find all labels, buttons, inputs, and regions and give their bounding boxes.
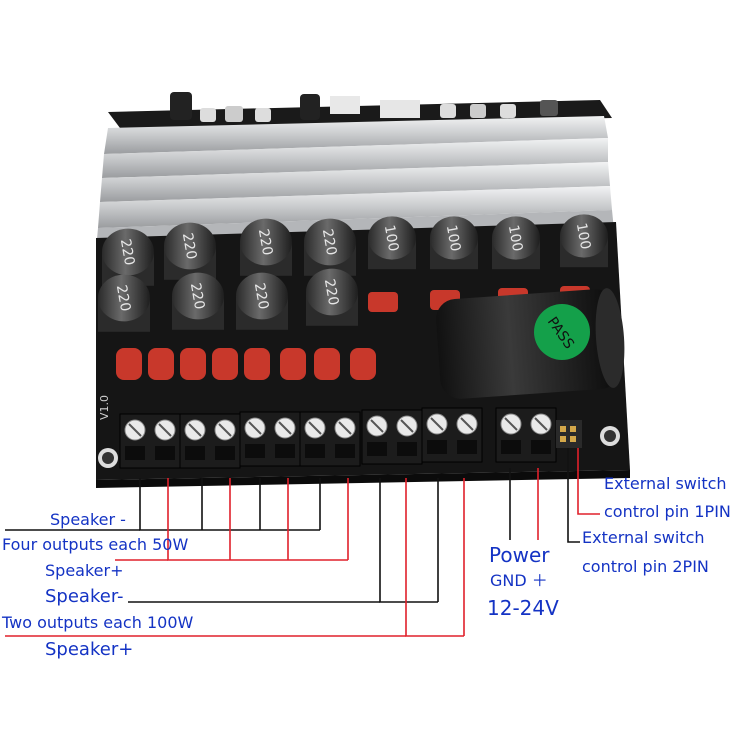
- label-speaker-minus-top: Speaker -: [50, 510, 126, 529]
- svg-text:V1.0: V1.0: [98, 395, 111, 420]
- terminal-ch1: [119, 413, 181, 469]
- label-speaker-minus-2: Speaker-: [45, 586, 124, 607]
- inductor-220-bottom-0: 220: [98, 274, 150, 332]
- rear-connector-2: [380, 100, 420, 118]
- rear-connector: [330, 96, 360, 114]
- label-speaker-plus-1: Speaker+: [45, 561, 124, 580]
- inductor-220-bottom-2: 220: [236, 272, 288, 330]
- film-capacitor-5: [280, 348, 306, 380]
- terminal-ch2: [179, 413, 241, 469]
- label-ext-switch-1a: External switch: [604, 474, 727, 493]
- inductor-row: 220 220 220 220 100 100 100 100 220 220 220 220: [98, 214, 608, 332]
- capacitor-value: 220: [179, 232, 199, 261]
- label-voltage: 12-24V: [487, 596, 559, 620]
- capacitor-value: 220: [113, 284, 133, 313]
- inductor-220-top-1: 220: [164, 222, 216, 280]
- main-filter-capacitor: PASS: [436, 288, 625, 399]
- wire-speaker-minus-100w: [379, 478, 439, 603]
- label-ext-switch-2a: External switch: [582, 528, 705, 547]
- capacitor-value: 220: [255, 228, 275, 257]
- capacitor-value: 220: [319, 228, 339, 257]
- film-capacitor-0: [116, 348, 142, 380]
- pass-sticker: [534, 304, 590, 360]
- capacitor-value: 100: [505, 224, 525, 253]
- terminal-ch6: [421, 407, 483, 463]
- terminal-ch4: [299, 411, 361, 467]
- wire-callouts: [5, 448, 600, 637]
- switch-pin-header: [556, 420, 582, 448]
- wire-switch-pin1: [577, 448, 600, 515]
- terminal-ch5: [361, 409, 423, 465]
- film-capacitor-2: [180, 348, 206, 380]
- label-two-outputs: Two outputs each 100W: [2, 613, 194, 632]
- inductor-220-top-3: 220: [304, 218, 356, 276]
- wire-speaker-plus-50w: [167, 478, 349, 561]
- terminal-power: [495, 407, 557, 463]
- capacitor-value: 220: [321, 278, 341, 307]
- film-capacitor-3: [212, 348, 238, 380]
- capacitor-value: 100: [573, 222, 593, 251]
- inductor-220-top-2: 220: [240, 218, 292, 276]
- screw-terminal-row: [119, 407, 557, 469]
- capacitor-value: 100: [443, 224, 463, 253]
- capacitor-value: 100: [381, 224, 401, 253]
- inductor-100-2: 100: [492, 216, 540, 270]
- wire-switch-pin2: [567, 448, 580, 543]
- rear-capacitors: [170, 92, 558, 122]
- terminal-ch3: [239, 411, 301, 467]
- inductor-100-3: 100: [560, 214, 608, 268]
- film-capacitor-upper-0: [368, 292, 398, 312]
- label-ext-switch-2b: control pin 2PIN: [582, 557, 709, 576]
- inductor-220-bottom-3: 220: [306, 268, 358, 326]
- film-capacitor-1: [148, 348, 174, 380]
- capacitor-value: 220: [117, 238, 137, 267]
- capacitor-value: 220: [187, 282, 207, 311]
- capacitor-value: 220: [251, 282, 271, 311]
- film-capacitor-7: [350, 348, 376, 380]
- label-ext-switch-1b: control pin 1PIN: [604, 502, 731, 521]
- film-capacitor-6: [314, 348, 340, 380]
- inductor-100-0: 100: [368, 216, 416, 270]
- label-speaker-plus-2: Speaker+: [45, 639, 134, 660]
- inductor-220-bottom-1: 220: [172, 272, 224, 330]
- label-four-outputs: Four outputs each 50W: [2, 535, 189, 554]
- film-capacitor-4: [244, 348, 270, 380]
- label-power: Power: [489, 543, 550, 567]
- inductor-100-1: 100: [430, 216, 478, 270]
- wire-speaker-plus-100w: [405, 478, 465, 637]
- label-gnd-plus: GND ＋: [490, 571, 548, 590]
